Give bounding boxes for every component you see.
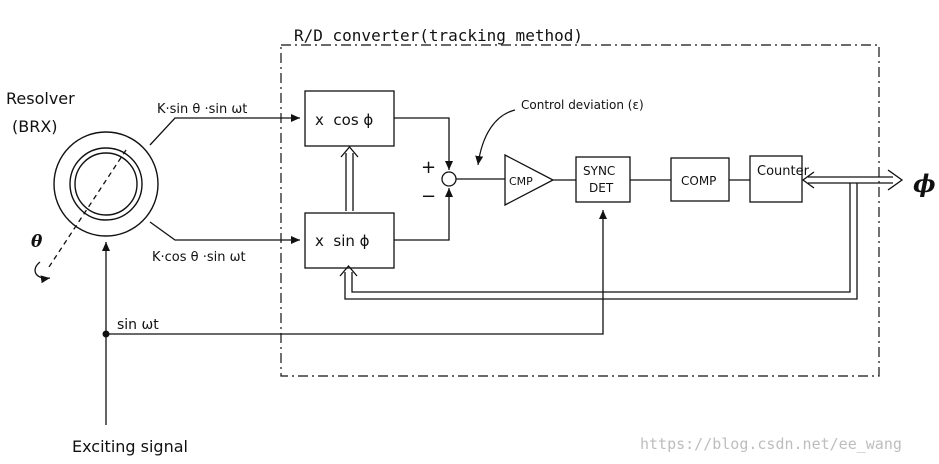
resolver-sub-label: (BRX) — [12, 117, 58, 136]
resolver-symbol — [46, 131, 159, 271]
exciting-signal-label: Exciting signal — [72, 437, 188, 456]
sync-det-line2: DET — [589, 181, 614, 195]
minus-sign: − — [421, 186, 436, 207]
control-deviation-label: Control deviation (ε) — [521, 98, 644, 112]
summing-junction — [441, 171, 457, 187]
sin-multiplier-block — [304, 212, 395, 269]
cos-multiplier-block — [304, 90, 395, 147]
comp-block — [670, 157, 730, 202]
reference-to-sync-wire — [106, 210, 607, 335]
feedback-bus — [339, 183, 858, 300]
rotation-arrow-icon — [34, 261, 51, 284]
sin-signal-wire — [149, 114, 300, 146]
resolver-label: Resolver — [6, 89, 75, 108]
control-deviation-pointer — [475, 109, 516, 166]
reference-signal-label: sin ωt — [117, 317, 159, 333]
cos-signal-label: K·cos θ ·sin ωt — [152, 250, 246, 265]
output-bus — [801, 169, 904, 191]
counter-block — [749, 155, 803, 203]
cos-to-sum-wire — [394, 117, 453, 170]
counter-label: Counter — [757, 164, 810, 179]
sync-det-line1: SYNC — [583, 164, 615, 178]
cmp-label: CMP — [509, 175, 533, 188]
sin-multiplier-label: x sin ϕ — [315, 232, 370, 250]
sin-signal-label: K·sin θ ·sin ωt — [157, 102, 247, 117]
converter-border — [280, 44, 880, 377]
cmp-amplifier — [504, 153, 555, 207]
phi-feed-arrow — [340, 145, 359, 211]
comp-label: COMP — [681, 174, 716, 188]
cos-multiplier-label: x cos ϕ — [315, 111, 373, 129]
watermark-text: https://blog.csdn.net/ee_wang — [640, 435, 902, 453]
sin-to-sum-wire — [394, 188, 453, 241]
plus-sign: + — [421, 157, 436, 178]
cos-signal-wire — [149, 221, 300, 244]
output-phi-symbol: ϕ — [913, 169, 936, 198]
theta-symbol: θ — [31, 232, 43, 252]
converter-title: R/D converter(tracking method) — [294, 26, 583, 45]
